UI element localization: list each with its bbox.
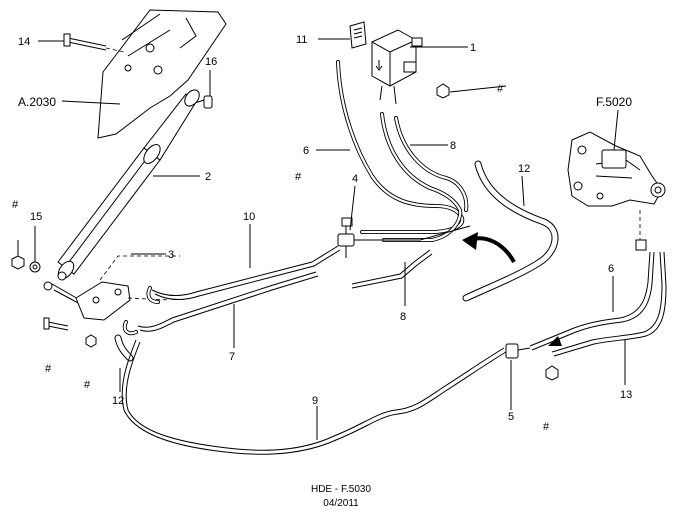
callout-3: 3 — [168, 249, 174, 261]
bracket-3 — [75, 255, 180, 321]
flow-arrow — [462, 232, 516, 264]
callout-8-upper: 8 — [450, 140, 456, 152]
callout-8-lower: 8 — [400, 311, 406, 323]
callout-12-left: 12 — [112, 395, 124, 407]
tee-fitting-4 — [337, 217, 355, 258]
footer-code: HDE - F.5030 — [311, 484, 371, 495]
callout-9: 9 — [312, 395, 318, 407]
hash-valve: # — [497, 83, 504, 95]
callout-a2030: A.2030 — [18, 95, 56, 109]
callout-labels: 14 A.2030 16 2 # 15 3 # # 12 11 1 # 6 8 … — [12, 34, 632, 433]
callout-f5020: F.5020 — [596, 95, 632, 109]
valve-block — [371, 29, 423, 105]
bolt-14 — [63, 33, 125, 53]
callout-5: 5 — [508, 411, 514, 423]
callout-13: 13 — [620, 389, 632, 401]
latch-assembly — [567, 131, 666, 207]
nut-valve — [436, 83, 450, 99]
callout-6-upper: 6 — [303, 145, 309, 157]
elbow-fittings-left — [122, 286, 160, 336]
return-hose-right — [462, 160, 559, 302]
hash-right: # — [543, 421, 550, 433]
hydraulic-cylinder — [57, 89, 200, 281]
callout-7: 7 — [229, 351, 235, 363]
callout-6-right: 6 — [608, 263, 614, 275]
hash-left-3: # — [84, 379, 91, 391]
callout-12-right: 12 — [518, 163, 530, 175]
callout-2: 2 — [205, 171, 211, 183]
leader-lines — [38, 38, 626, 440]
nut-and-washer — [11, 226, 41, 273]
hose-12-left — [114, 334, 134, 362]
hash-left-2: # — [45, 363, 52, 375]
bolt-lower-left — [43, 317, 97, 348]
cylinder-pin — [43, 281, 81, 305]
callout-4: 4 — [352, 173, 358, 185]
pipes-7-10 — [137, 225, 471, 332]
label-tag — [349, 21, 367, 49]
hash-left-1: # — [12, 199, 19, 211]
callout-11: 11 — [296, 34, 307, 46]
callout-16: 16 — [205, 56, 217, 68]
callout-10: 10 — [243, 211, 255, 223]
callout-1: 1 — [470, 42, 476, 54]
callout-14: 14 — [18, 36, 30, 48]
bracket-plate — [97, 9, 227, 139]
callout-15: 15 — [30, 211, 42, 223]
pipes-6-13-right — [529, 210, 667, 357]
hash-center: # — [295, 171, 302, 183]
pipes-6-8 — [336, 60, 469, 242]
footer: HDE - F.5030 04/2011 — [311, 484, 371, 509]
pipe-9-long — [121, 339, 507, 455]
footer-date: 04/2011 — [323, 498, 359, 509]
fitting-5 — [505, 343, 559, 381]
